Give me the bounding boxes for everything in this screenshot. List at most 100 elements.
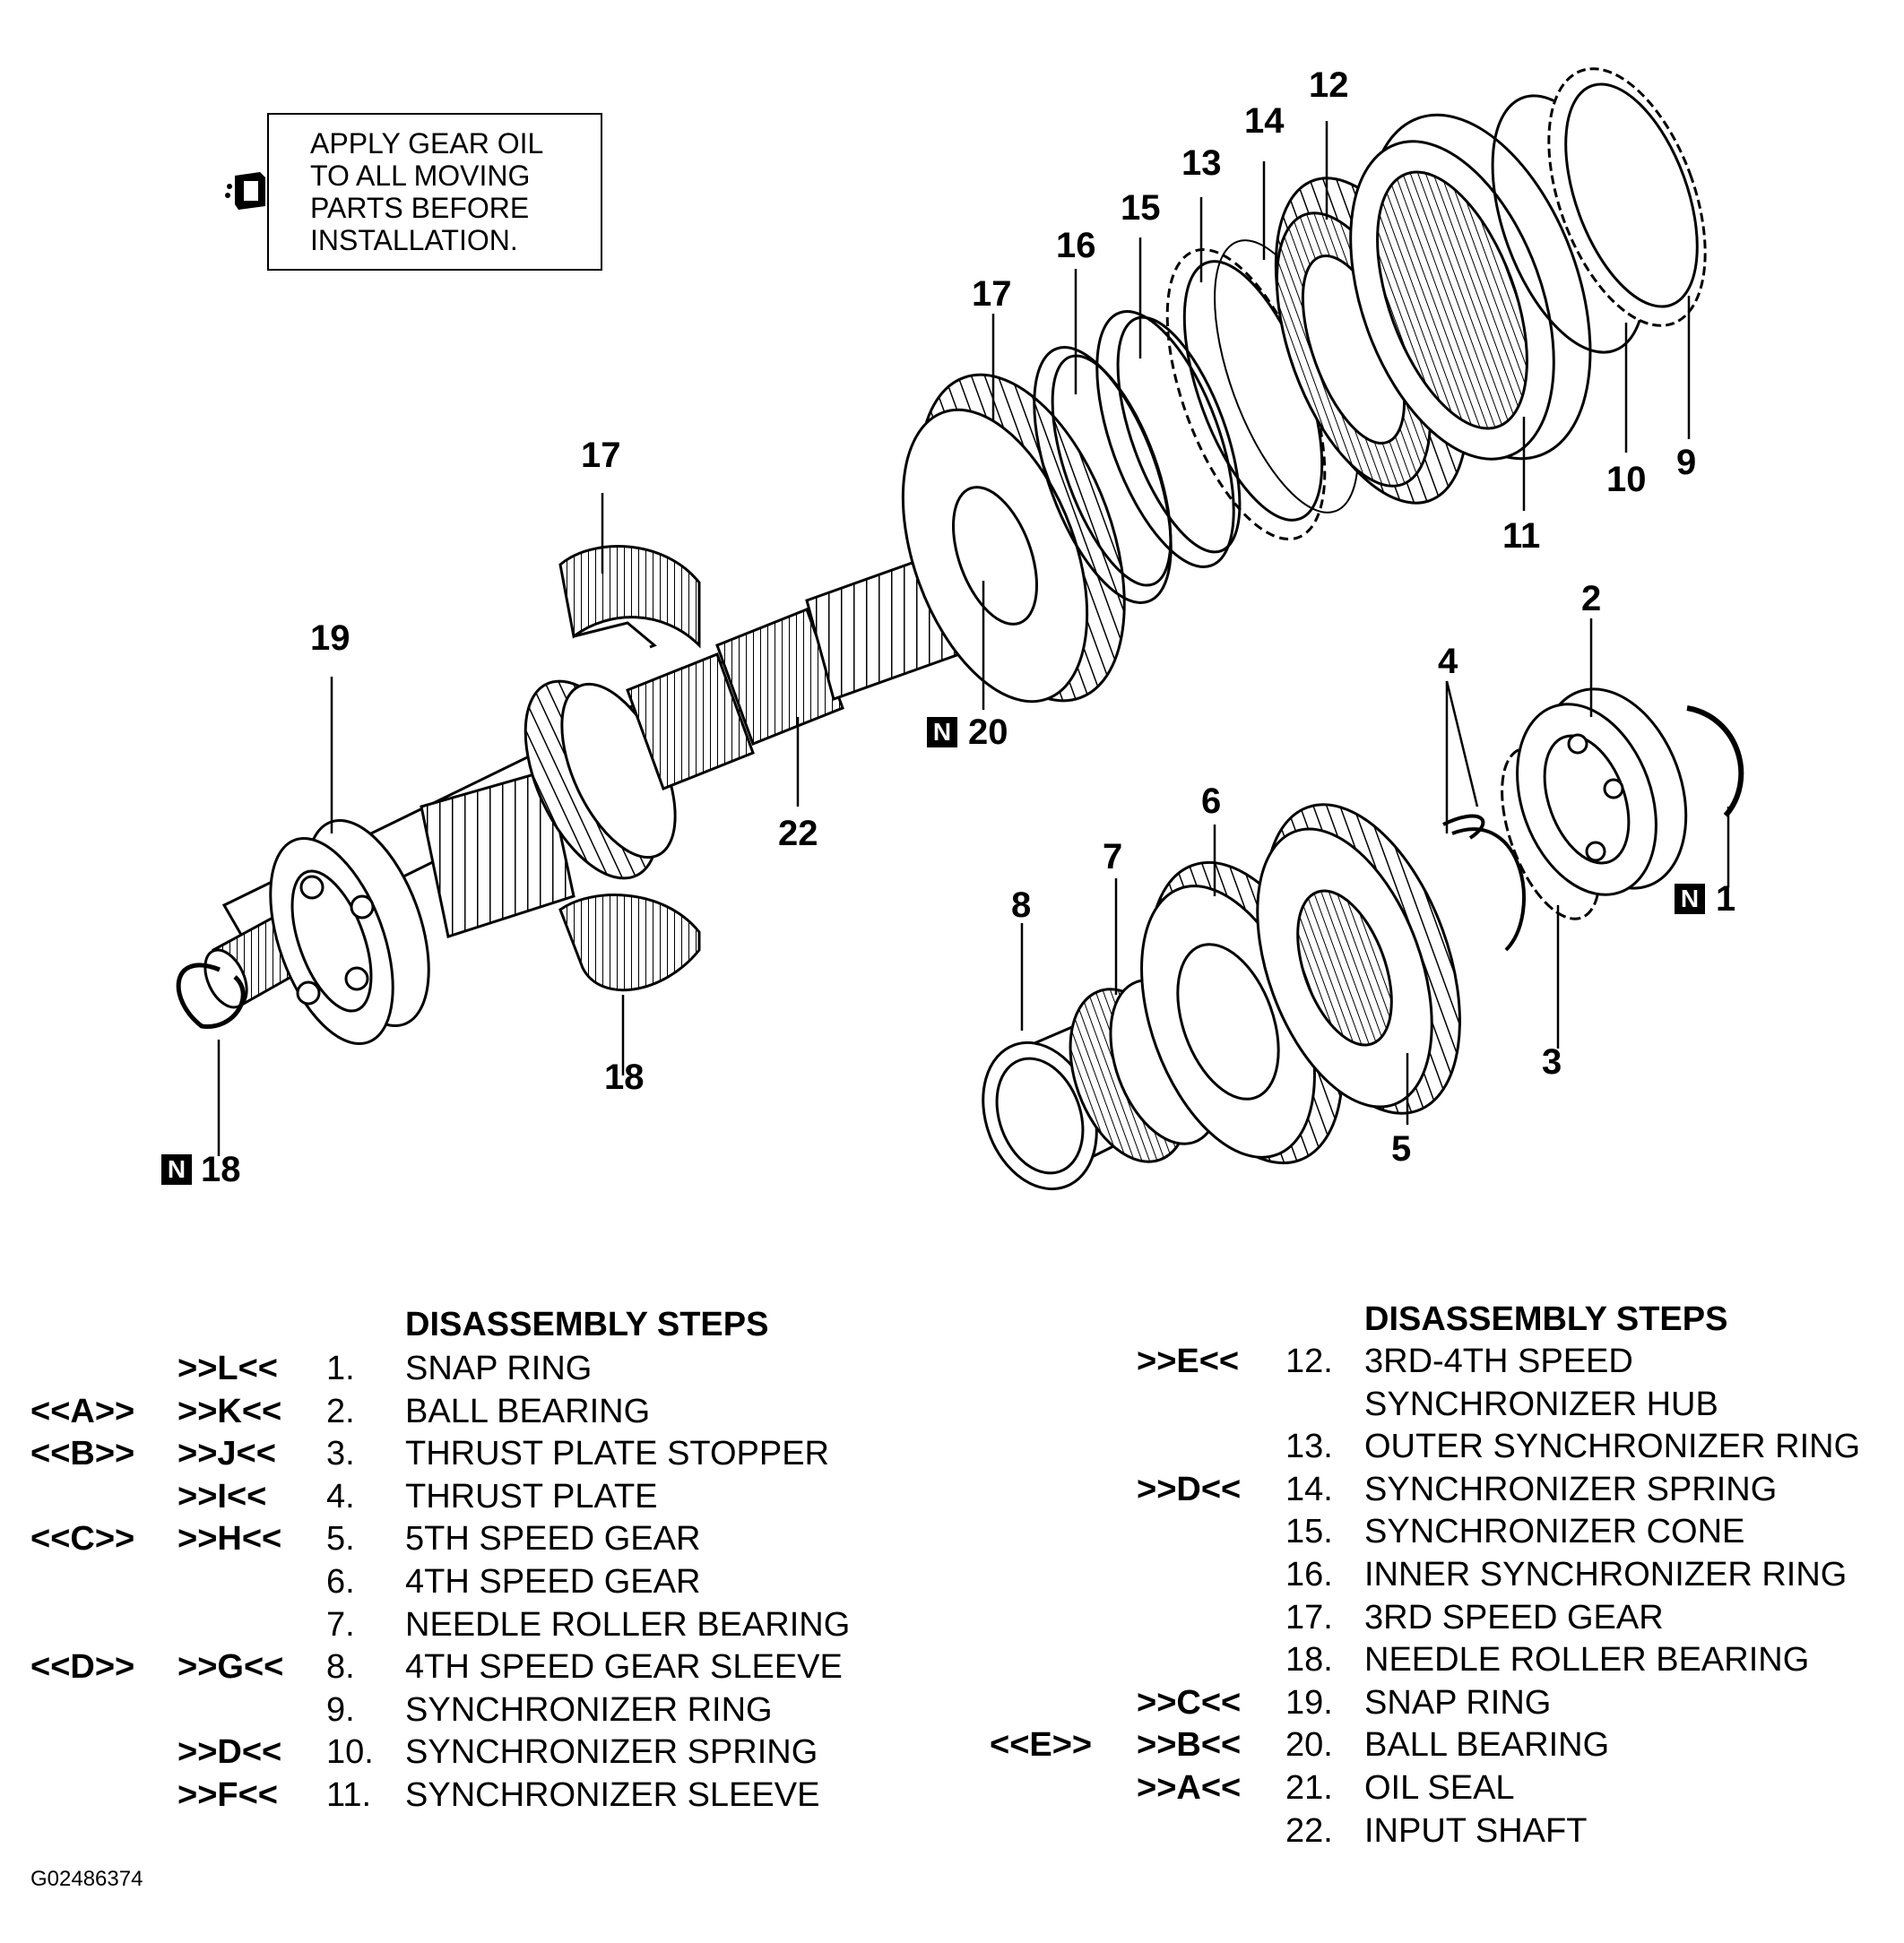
disassembly-ref: <<D>> [30,1648,135,1687]
step-row: <<B>>>>J<<3.THRUST PLATE STOPPER [0,1433,1904,1474]
needle-roller-bearing-18-lower [558,894,701,992]
step-row: <<D>>>>G<<8.4TH SPEED GEAR SLEEVE [0,1646,1904,1688]
step-number: 22. [1285,1811,1333,1850]
step-number: 7. [326,1605,355,1644]
reassembly-ref: >>I<< [177,1477,267,1516]
callout-21: 20 [968,712,1008,752]
step-label: SNAP RING [1364,1683,1552,1722]
step-row: >>A<<21.OIL SEAL [0,1767,1904,1809]
step-label: SYNCHRONIZER RING [405,1690,773,1729]
disassembly-ref: <<C>> [30,1520,135,1559]
step-number: 16. [1285,1556,1333,1593]
n-marker-1: N [1675,884,1705,914]
callout-12: 12 [1309,65,1349,105]
callout-9: 9 [1676,443,1697,482]
step-label: 5TH SPEED GEAR [405,1520,701,1559]
step-label: SNAP RING [405,1350,593,1387]
callout-6: 6 [1201,782,1222,821]
note-line: PARTS BEFORE [310,192,530,224]
step-row: >>L<< 1. SNAP RING [0,1348,1904,1389]
step-number: 8. [326,1648,355,1687]
ball-bearing-2 [1516,687,1688,896]
note-line: APPLY GEAR OIL [310,127,544,160]
step-row: 13.OUTER SYNCHRONIZER RING [0,1426,1904,1467]
disassembly-ref: <<E>> [990,1726,1093,1765]
step-label: 3RD SPEED GEAR [1364,1598,1664,1636]
inner-synchronizer-ring-16 [1033,346,1173,604]
ball-bearing-20 [269,819,430,1045]
step-label: 3RD-4TH SPEED [1364,1343,1633,1380]
step-label: BALL BEARING [405,1392,651,1430]
reassembly-ref: >>J<< [177,1435,276,1473]
step-row: 6. 4TH SPEED GEAR [0,1561,1904,1602]
step-number: 21. [1285,1769,1333,1807]
step-label: SYNCHRONIZER HUB [1364,1385,1718,1423]
step-row: 9. SYNCHRONIZER RING [0,1689,1904,1731]
step-label: BALL BEARING [1364,1726,1610,1765]
callout-22: 22 [778,814,818,853]
synchronizer-ring-9 [1547,67,1707,327]
step-number: 18. [1285,1641,1333,1680]
step-row: <<E>> >>B<< 20. BALL BEARING [0,1724,1904,1766]
disassembly-ref: <<A>> [30,1392,135,1430]
step-row: 17. 3RD SPEED GEAR [0,1597,1904,1638]
step-row: >>D<< 10. SYNCHRONIZER SPRING [0,1731,1904,1773]
step-label: SYNCHRONIZER SPRING [1364,1470,1778,1508]
step-number: 9. [326,1690,355,1729]
n-marker-19: N [161,1154,192,1185]
fifth-speed-gear-5 [1256,803,1461,1115]
step-label: SYNCHRONIZER SPRING [405,1733,818,1772]
synchronizer-cone-15 [1095,310,1242,568]
callout-16: 16 [1056,226,1096,265]
step-label: INPUT SHAFT [1364,1811,1588,1850]
exploded-view-diagram [176,67,1744,1191]
reassembly-ref: >>L<< [177,1350,278,1387]
note-box [267,113,602,271]
callout-15: 15 [1121,188,1161,228]
reassembly-ref: >>D<< [1137,1470,1242,1508]
step-label: SYNCHRONIZER CONE [1364,1513,1745,1551]
step-number: 5. [326,1520,355,1559]
step-row: SYNCHRONIZER HUB [0,1384,1904,1425]
right-steps-title: DISASSEMBLY STEPS [1364,1300,1728,1338]
leader-lines [217,121,1730,1156]
step-row: 22. INPUT SHAFT [0,1810,1904,1852]
step-number: 1. [326,1350,355,1387]
step-number: 20. [1285,1726,1333,1765]
step-row: 18.NEEDLE ROLLER BEARING [0,1639,1904,1680]
reassembly-ref: >>B<< [1137,1726,1242,1765]
step-row: 7.NEEDLE ROLLER BEARING [0,1604,1904,1645]
snap-ring-1 [1686,705,1744,817]
oil-can-icon [225,172,265,210]
reassembly-ref: >>D<< [177,1733,282,1772]
step-number: 11. [326,1776,372,1814]
step-row: <<A>>>>K<<2.BALL BEARING [0,1391,1904,1432]
reassembly-ref: >>A<< [1137,1769,1242,1807]
callout-19: 18 [201,1150,241,1189]
step-number: 10. [326,1733,374,1772]
step-label: 4TH SPEED GEAR [405,1563,701,1601]
step-label: THRUST PLATE STOPPER [405,1435,829,1473]
callout-10: 10 [1606,460,1647,499]
step-label: SYNCHRONIZER SLEEVE [405,1776,820,1814]
step-number: 6. [326,1563,355,1601]
callout-1: 1 [1716,879,1736,919]
reassembly-ref: >>G<< [177,1648,284,1687]
callout-18-lower: 18 [604,1058,645,1097]
reassembly-ref: >>C<< [1137,1683,1242,1722]
callout-7: 7 [1103,837,1123,877]
step-label: INNER SYNCHRONIZER RING [1364,1556,1848,1593]
step-number: 17. [1285,1598,1333,1636]
step-number: 12. [1285,1343,1333,1380]
thrust-plate-4 [1442,814,1526,952]
callout-5: 5 [1391,1129,1412,1169]
callout-13: 13 [1181,143,1222,183]
callout-20: 19 [310,618,351,658]
needle-roller-bearing-18-upper [558,545,701,649]
reassembly-ref: >>E<< [1137,1343,1240,1380]
callout-14: 14 [1244,101,1285,141]
step-label: THRUST PLATE [405,1477,658,1516]
synchronizer-sleeve-11 [1349,113,1592,461]
step-row: <<C>> >>H<< 5. 5TH SPEED GEAR [0,1518,1904,1559]
reassembly-ref: >>H<< [177,1520,282,1559]
